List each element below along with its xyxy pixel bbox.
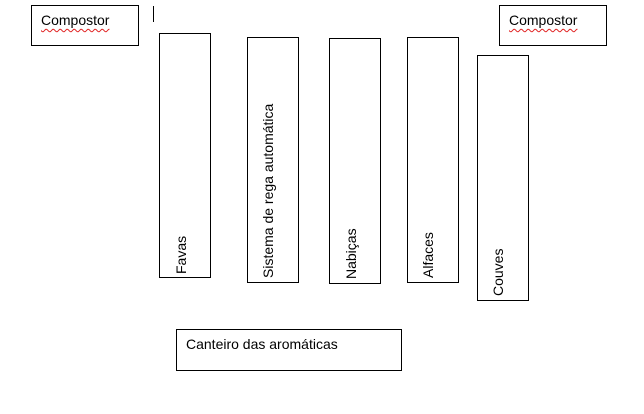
compost-box-right[interactable]: Compostor <box>499 5 607 46</box>
compost-label-left: Compostor <box>41 12 110 28</box>
herb-bed-label: Canteiro das aromáticas <box>186 336 338 352</box>
bed-label-couves: Couves <box>490 248 506 296</box>
bed-alfaces[interactable]: Alfaces <box>407 37 459 283</box>
compost-label-right: Compostor <box>509 12 578 28</box>
bed-label-alfaces: Alfaces <box>420 232 436 278</box>
bed-label-irrigation-system: Sistema de rega automática <box>260 103 276 278</box>
compost-box-left[interactable]: Compostor <box>31 5 139 46</box>
bed-nabicas[interactable]: Nabiças <box>329 38 381 284</box>
herb-bed[interactable]: Canteiro das aromáticas <box>176 329 402 371</box>
bed-favas[interactable]: Favas <box>159 33 211 278</box>
bed-couves[interactable]: Couves <box>477 55 529 301</box>
bed-irrigation-system[interactable]: Sistema de rega automática <box>247 37 299 283</box>
bed-label-favas: Favas <box>173 235 189 274</box>
bed-label-nabicas: Nabiças <box>343 228 359 279</box>
text-cursor <box>153 6 154 22</box>
